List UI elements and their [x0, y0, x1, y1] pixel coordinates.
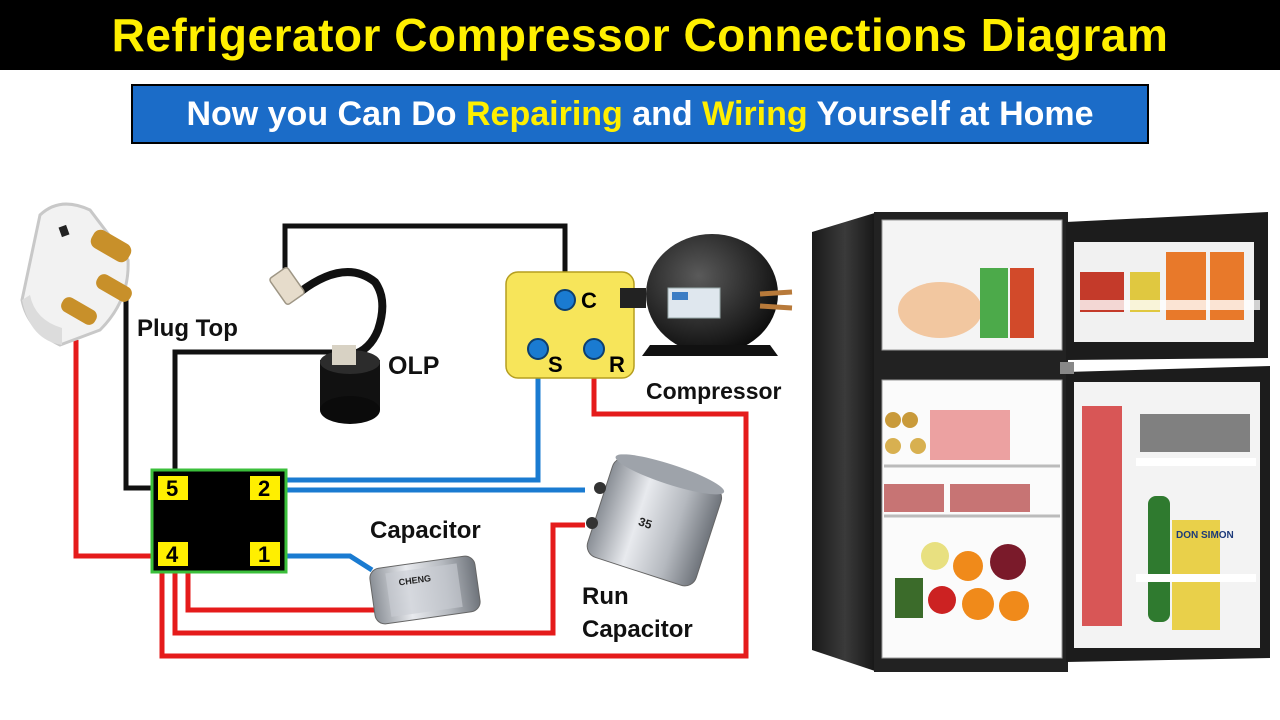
olp-label: OLP [388, 352, 439, 380]
plug-pin-top [90, 229, 132, 263]
capacitor-label: Capacitor [370, 517, 481, 544]
plug-top [20, 202, 132, 347]
terminal-c-label: C [581, 288, 597, 313]
wire-blue-relay-1-to-capacitor [284, 553, 374, 573]
terminal-s-label: S [548, 352, 563, 377]
wire-black-plug-to-relay-5 [123, 300, 156, 491]
terminal-r-label: R [609, 352, 625, 377]
compressor-label: Compressor [646, 378, 782, 404]
compressor-unit [620, 234, 793, 356]
svg-text:1: 1 [258, 542, 270, 567]
svg-text:4: 4 [166, 542, 179, 567]
wire-red-relay-4-to-capacitor [185, 570, 380, 613]
page-title: Refrigerator Compressor Connections Diag… [111, 9, 1169, 61]
terminal-start: S [527, 338, 563, 377]
subtitle-part-3: Yourself at Home [807, 94, 1094, 133]
relay-terminal-4: 4 [158, 542, 188, 567]
compressor-terminal-box: C S R [505, 271, 635, 379]
title-bar: Refrigerator Compressor Connections Diag… [0, 0, 1280, 70]
wire-red-relay-4-to-run [159, 352, 749, 659]
wire-red-plug-to-relay-4 [73, 340, 156, 559]
subtitle-banner: Now you Can Do Repairing and Wiring Your… [131, 84, 1149, 144]
relay-terminal-1: 1 [250, 542, 280, 567]
wiring-diagram: Plug Top OLP C S R [20, 202, 1270, 672]
subtitle-highlight-repairing: Repairing [466, 94, 623, 133]
subtitle-part-2: and [622, 94, 703, 133]
plug-pin-right [96, 274, 132, 302]
run-capacitor-label-line2: Capacitor [582, 616, 693, 643]
svg-text:5: 5 [166, 476, 178, 501]
capacitor-brand-text: CHENG [398, 573, 432, 587]
plug-pin-bottom [61, 297, 97, 325]
subtitle-highlight-wiring: Wiring [702, 94, 808, 133]
run-capacitor: 35 [586, 454, 725, 587]
fridge-juice-brand: DON SIMON [1176, 530, 1234, 541]
refrigerator-image: DON SIMON [812, 212, 1270, 672]
plug-top-label: Plug Top [137, 315, 238, 342]
olp-device [269, 267, 387, 424]
relay-block: 5 2 4 1 [150, 468, 288, 574]
svg-text:2: 2 [258, 476, 270, 501]
relay-terminal-2: 2 [250, 476, 280, 501]
wire-blue-relay-2-to-start [284, 352, 541, 483]
relay-terminal-5: 5 [158, 476, 188, 501]
terminal-run: R [583, 338, 625, 377]
wire-red-relay-4-to-run-capacitor [172, 522, 585, 636]
run-capacitor-label-line1: Run [582, 583, 629, 610]
subtitle-part-1: Now you Can Do [186, 94, 466, 133]
terminal-common: C [554, 288, 597, 313]
wire-black-olp-to-common [282, 223, 568, 296]
start-capacitor: CHENG [369, 555, 481, 625]
run-capacitor-value-text: 35 [637, 514, 654, 532]
wire-black-olp-to-relay-5 [172, 349, 333, 470]
